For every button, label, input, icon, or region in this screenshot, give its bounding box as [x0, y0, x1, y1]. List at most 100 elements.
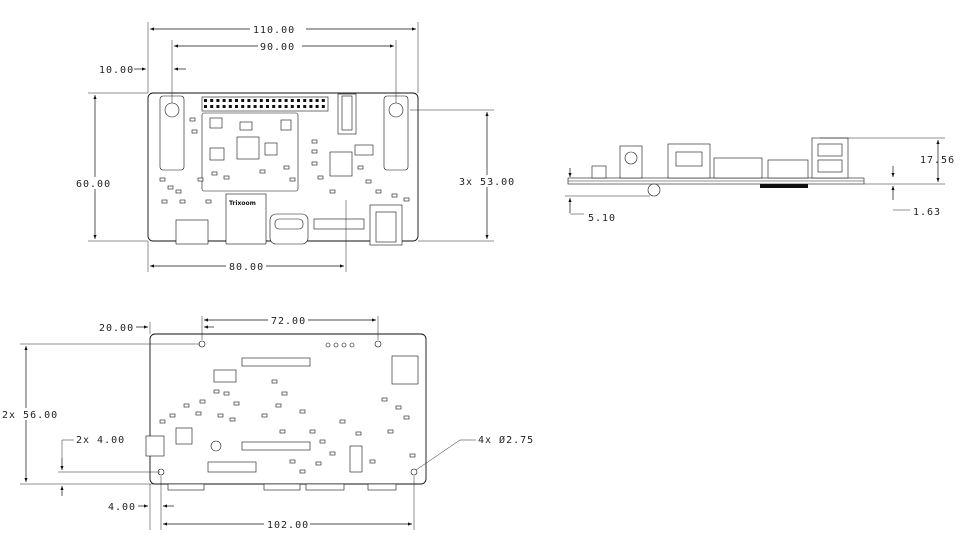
top-right-mount-hole — [388, 102, 404, 118]
bottom-view-components — [159, 342, 416, 474]
gpio-pin — [315, 105, 319, 108]
gpio-pin — [216, 105, 220, 108]
smd-component — [387, 429, 394, 434]
side-underside-part — [647, 183, 661, 197]
smd-component — [199, 399, 206, 404]
gpio-pin — [204, 105, 207, 108]
bottom-button — [145, 435, 165, 457]
sd-card-slot — [391, 355, 419, 385]
smd-component — [355, 431, 362, 436]
gpio-pin — [309, 99, 313, 102]
gpio-pin — [253, 105, 257, 108]
gpio-pin — [241, 99, 245, 102]
via — [325, 342, 331, 348]
edge-port-3 — [305, 483, 345, 491]
smd-component — [365, 179, 372, 184]
smd-component — [311, 139, 318, 144]
side-header — [713, 157, 763, 179]
bottom-b2b-connector-top — [241, 357, 311, 367]
bottom-round-part — [210, 440, 222, 452]
smd-component — [169, 413, 176, 418]
side-view-dimensions: 17.56 1.63 5.10 — [565, 137, 954, 224]
gpio-pins — [204, 99, 325, 108]
gpio-pin — [241, 105, 245, 108]
smd-component — [319, 439, 326, 444]
gpio-pin — [235, 105, 238, 108]
smd-component — [275, 403, 282, 408]
smd-component — [409, 453, 416, 458]
smd-component — [329, 451, 336, 456]
smd-component — [309, 429, 316, 434]
dim-bg — [0, 408, 54, 420]
dc-jack-inner — [341, 95, 353, 131]
smd-component — [229, 417, 236, 422]
gpio-pin — [321, 105, 325, 108]
bottom-crystal — [213, 369, 237, 383]
dim-edge-offset-left: 4.00 — [108, 502, 136, 513]
smd-component — [211, 171, 218, 176]
gpio-pin — [284, 105, 288, 108]
smd-component — [179, 199, 186, 204]
via — [341, 342, 347, 348]
via — [333, 342, 339, 348]
dim-hole-height: 3x 53.00 — [459, 177, 515, 188]
smd-component — [315, 461, 322, 466]
gpio-pin — [303, 99, 307, 102]
gpio-pin — [303, 105, 307, 108]
small-connector — [354, 144, 374, 156]
smd-component — [369, 459, 376, 464]
smd-component — [175, 189, 182, 194]
gpio-pin — [290, 99, 294, 102]
side-underside-fpc — [760, 184, 808, 188]
smd-component — [403, 197, 410, 202]
gpio-pin — [321, 99, 325, 102]
smd-component — [311, 161, 318, 166]
dim-board-thickness: 1.63 — [913, 207, 941, 218]
gpio-pin — [272, 105, 276, 108]
side-dc-jack-hole — [624, 151, 638, 165]
gpio-pin — [210, 105, 214, 108]
edge-port-4 — [367, 483, 397, 491]
gpio-pin — [278, 99, 282, 102]
gpio-pin — [309, 105, 313, 108]
smd-component — [223, 175, 230, 180]
smd-component — [159, 419, 166, 424]
smd-component — [299, 469, 306, 474]
module-chip-b — [239, 121, 253, 131]
gpio-pin — [315, 99, 319, 102]
side-ethernet-inner — [675, 151, 703, 167]
bottom-view-board-outline — [149, 333, 427, 485]
dim-edge-offset-small: 2x 4.00 — [76, 435, 125, 446]
gpio-pin — [297, 105, 300, 108]
dim-height: 60.00 — [76, 179, 111, 190]
dim-top-offset: 20.00 — [99, 323, 134, 334]
leader — [415, 439, 461, 471]
gpio-pin — [247, 99, 251, 102]
smd-component — [311, 149, 318, 154]
smd-component — [289, 177, 296, 182]
module-chip-a — [209, 117, 223, 129]
bottom-mount-hole — [410, 468, 418, 476]
side-component — [591, 165, 607, 179]
dim-bottom-span-102: 102.00 — [267, 520, 309, 531]
gpio-pin — [247, 105, 251, 108]
smd-component — [259, 169, 266, 174]
smd-component — [289, 459, 296, 464]
smd-component — [195, 411, 202, 416]
smd-component — [223, 391, 230, 396]
smd-component — [381, 397, 388, 402]
dim-hole-offset: 10.00 — [99, 65, 134, 76]
smd-component — [159, 177, 166, 182]
smd-component — [191, 129, 198, 134]
dim-bg — [250, 23, 306, 35]
dim-height-total: 2x 56.00 — [2, 410, 58, 421]
side-view — [567, 137, 865, 197]
gpio-pin — [235, 99, 238, 102]
bottom-mount-hole — [374, 340, 382, 348]
bottom-b2b-connector-bottom — [241, 441, 311, 451]
gpio-pin — [278, 105, 282, 108]
top-view: Trixoom — [147, 92, 419, 246]
smd-component — [391, 193, 398, 198]
side-connector — [767, 159, 809, 179]
